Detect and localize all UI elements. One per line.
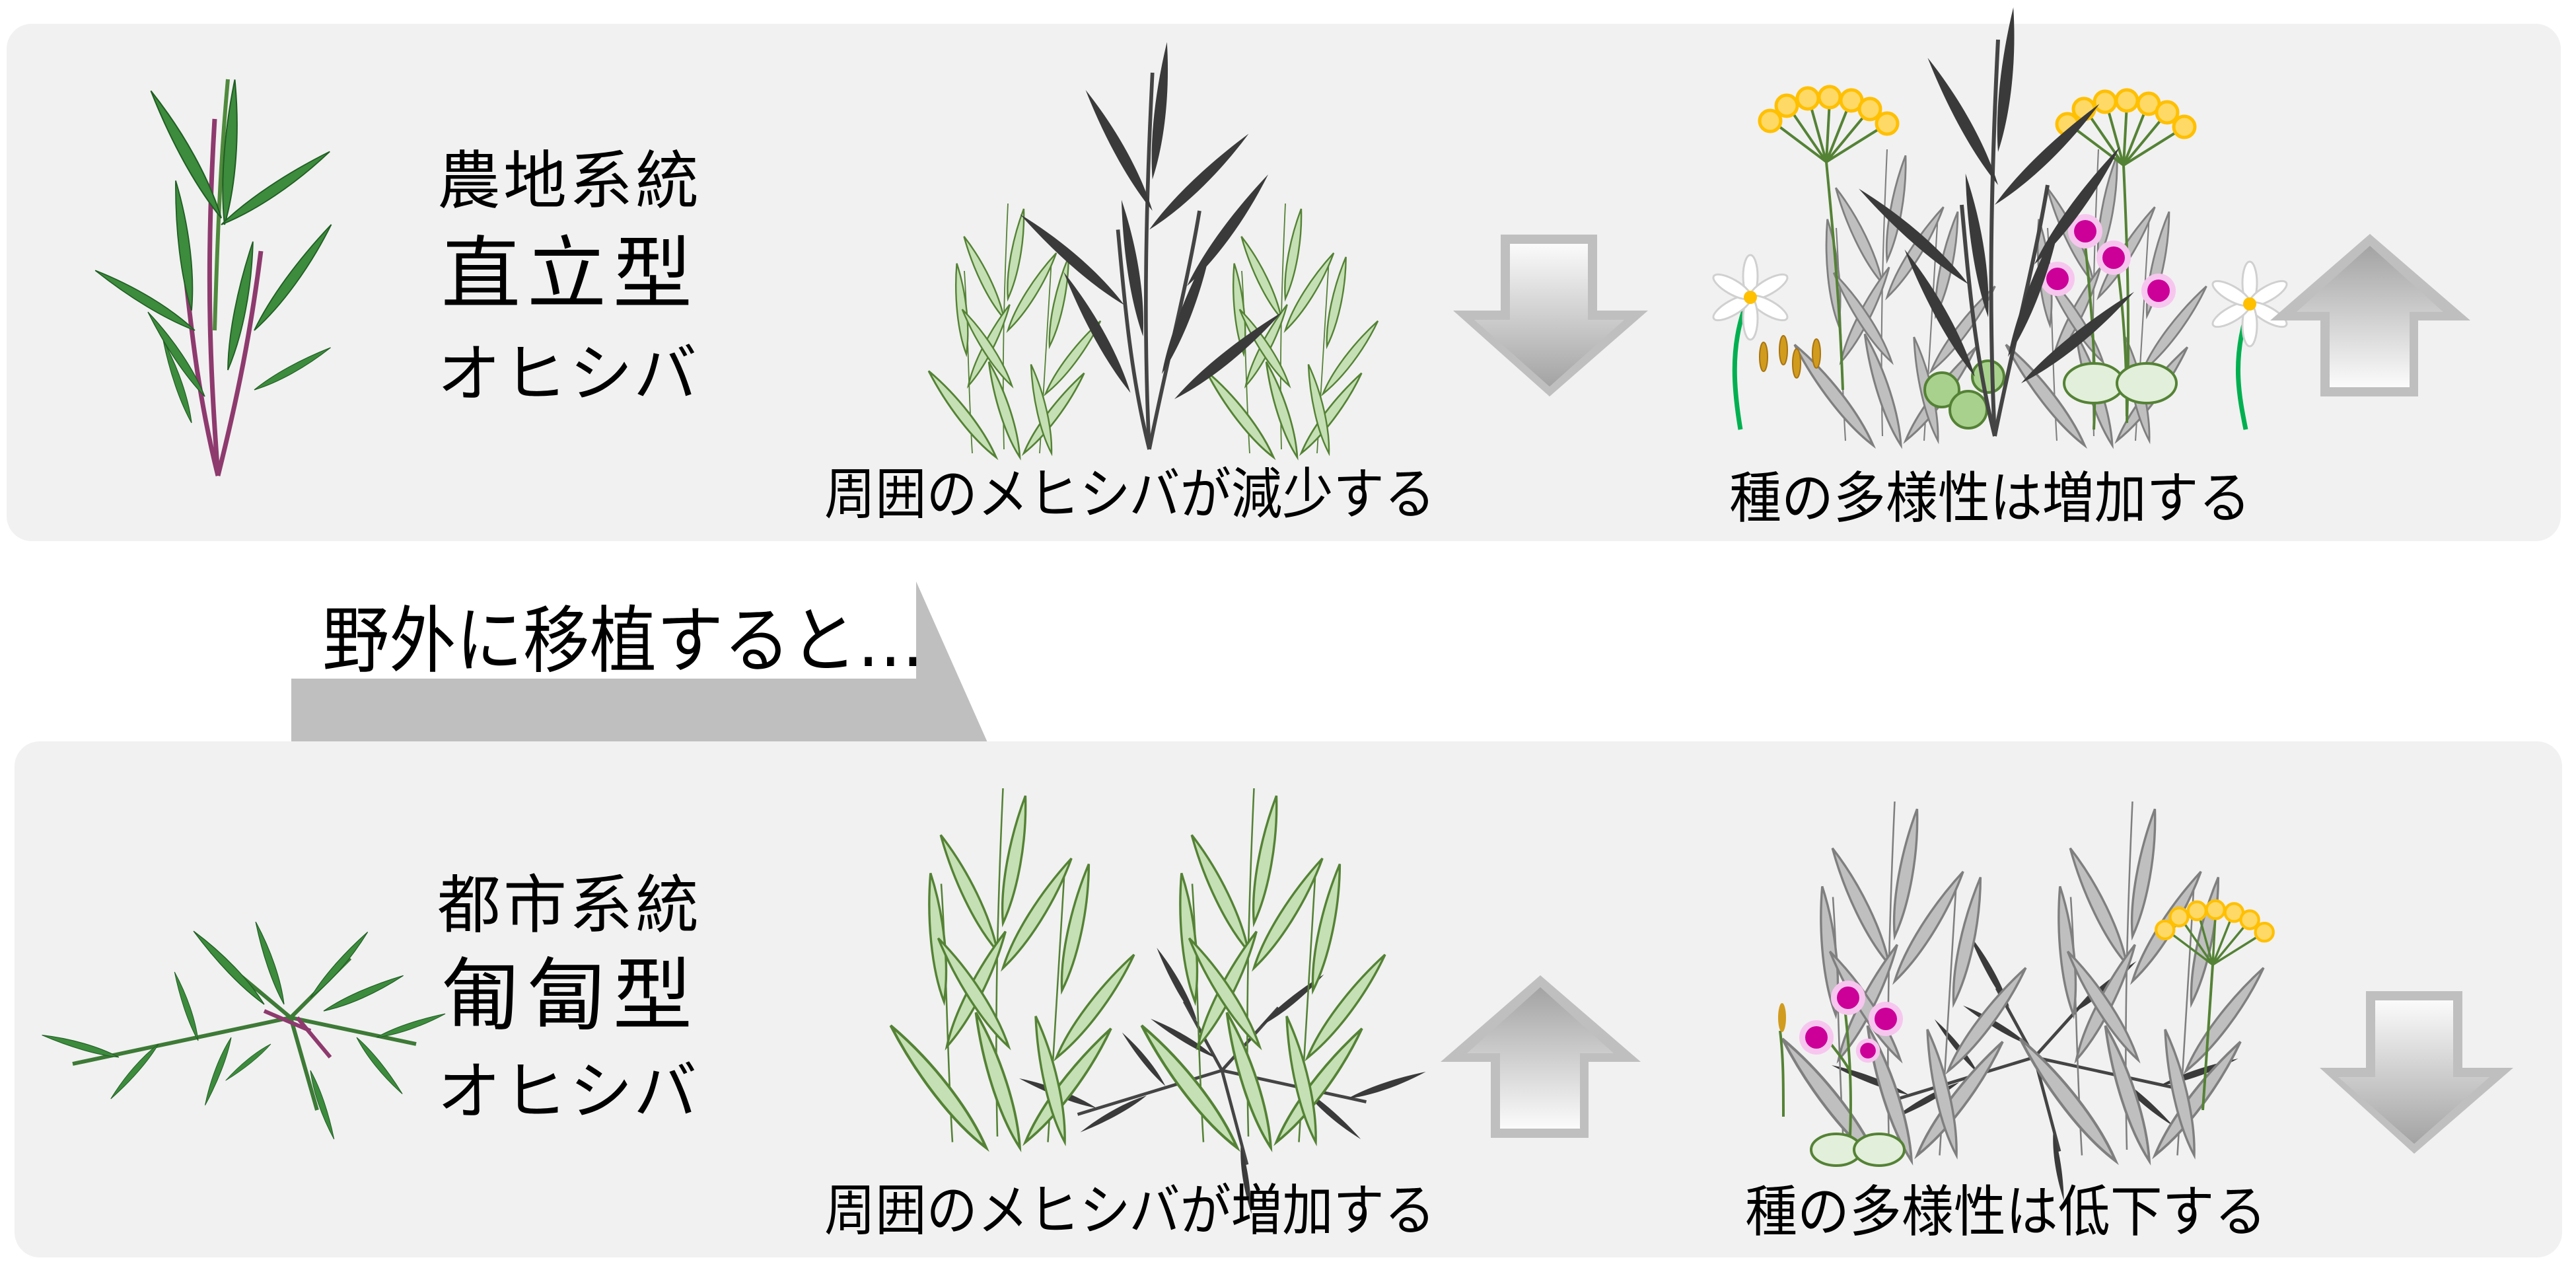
growth-form-label-prostrate: 匍匐型 — [441, 950, 699, 1042]
caption-crabgrass-decreases: 周囲のメヒシバが減少する — [824, 462, 1436, 527]
transplant-label: 野外に移植すると… — [322, 599, 924, 683]
lineage-label-urban: 都市系統 — [437, 868, 701, 942]
up-arrow-icon — [1441, 975, 1641, 1138]
diversity-increase-illustration — [1709, 20, 2291, 456]
growth-form-label-upright: 直立型 — [441, 229, 699, 320]
down-arrow-icon — [2320, 991, 2513, 1154]
species-label-goosegrass: オヒシバ — [437, 337, 700, 411]
diversity-decrease-illustration — [1717, 780, 2325, 1203]
crabgrass-increase-illustration — [845, 780, 1493, 1203]
prostrate-goosegrass-illustration — [40, 920, 447, 1140]
species-label-goosegrass-urban: オヒシバ — [437, 1055, 700, 1129]
caption-diversity-decreases: 種の多様性は低下する — [1745, 1179, 2267, 1244]
crabgrass-decrease-illustration — [912, 40, 1413, 463]
caption-diversity-increases: 種の多様性は増加する — [1729, 466, 2251, 531]
upright-goosegrass-illustration — [92, 78, 336, 476]
agricultural-lineage-panel — [7, 24, 2561, 541]
up-arrow-icon — [2270, 234, 2470, 396]
caption-crabgrass-increases: 周囲のメヒシバが増加する — [824, 1178, 1436, 1243]
down-arrow-icon — [1453, 235, 1648, 396]
lineage-label-agricultural: 農地系統 — [437, 144, 701, 218]
